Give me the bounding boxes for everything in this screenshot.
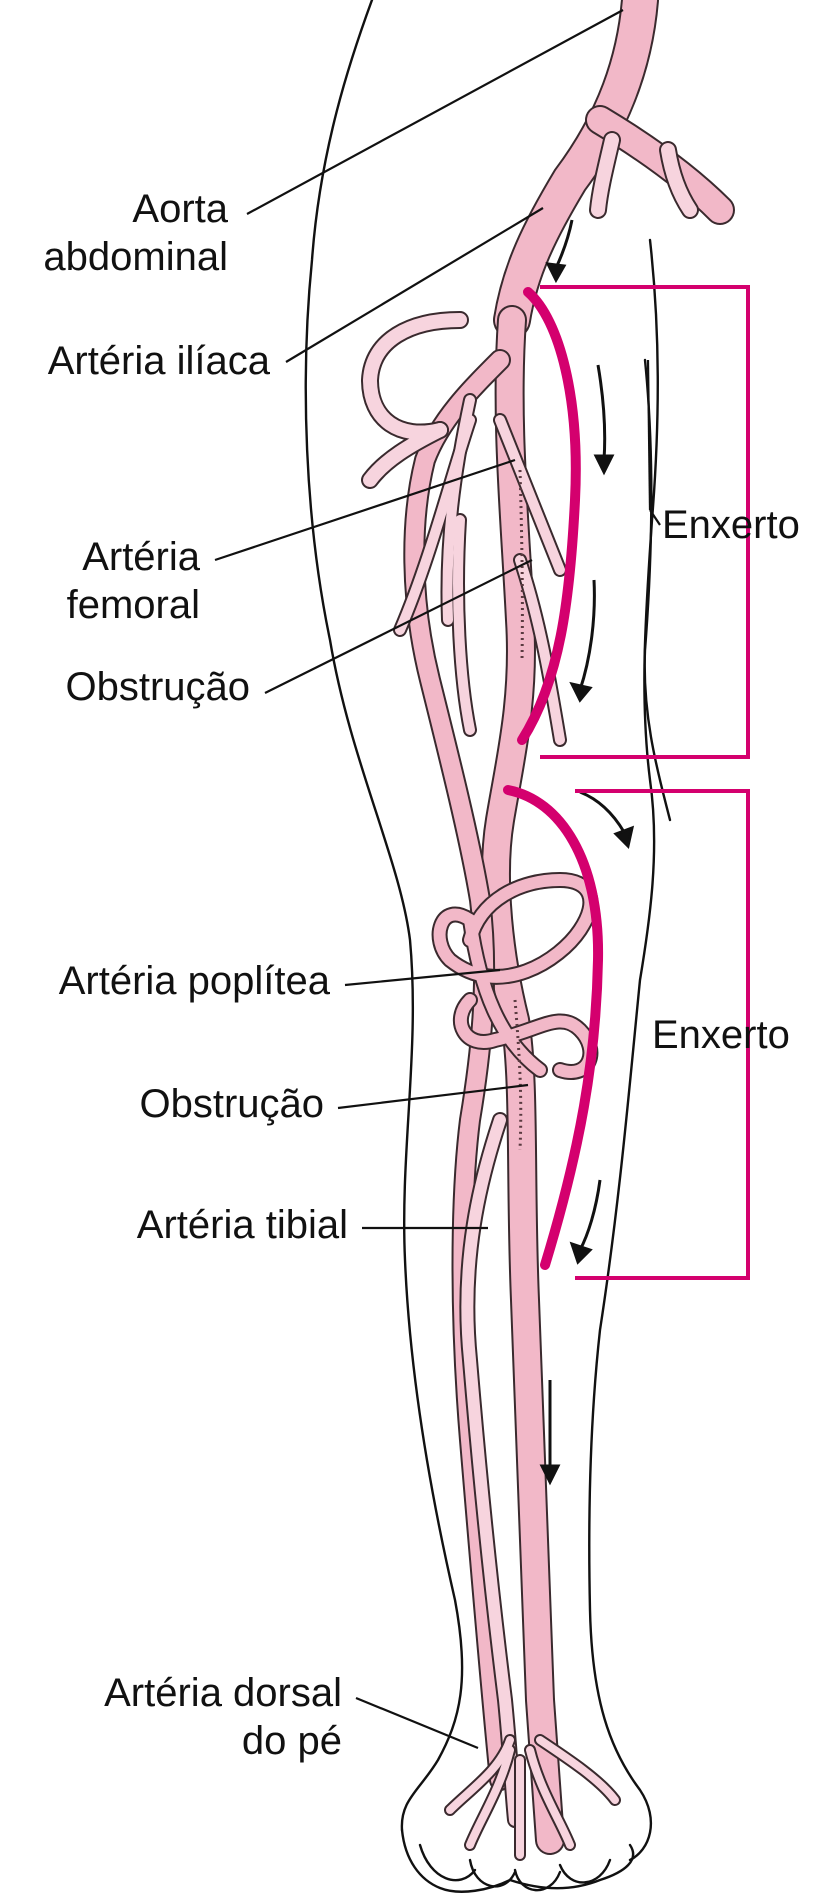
leg-outline-left <box>304 0 464 1832</box>
thigh-branch-2 <box>395 415 475 635</box>
leader-iliac <box>285 207 544 363</box>
leader-obstruction-lower <box>337 1083 529 1110</box>
leg-outline-right <box>588 238 659 1862</box>
label-obstruction-lower: Obstrução <box>139 1082 324 1126</box>
leader-dorsalis <box>355 1696 479 1750</box>
label-dorsalis-line2: do pé <box>242 1719 342 1763</box>
genicular-loop-upper <box>433 874 597 983</box>
abdominal-aorta <box>495 0 657 337</box>
obstruction-lower-mark <box>513 999 523 1151</box>
flow-arrow-4 <box>579 790 635 849</box>
label-femoral-line1: Artéria <box>82 535 201 579</box>
obstruction-upper-mark <box>518 469 524 661</box>
label-graft-lower: Enxerto <box>652 1013 790 1057</box>
inner-thigh-line <box>643 358 672 822</box>
flow-arrows <box>539 219 635 1486</box>
graft-lower <box>503 785 604 1270</box>
label-femoral-line2: femoral <box>67 583 200 627</box>
labels: Aorta abdominal Artéria ilíaca Artéria f… <box>43 187 799 1763</box>
label-tibial: Artéria tibial <box>137 1203 348 1247</box>
leader-aorta <box>246 9 624 215</box>
toe-3 <box>513 1868 562 1892</box>
circumflex-artery <box>363 313 467 440</box>
dorsalis-pedis-branch-3 <box>526 1746 574 1849</box>
flow-arrow-2 <box>593 364 615 476</box>
label-obstruction-upper: Obstrução <box>65 665 250 709</box>
leader-obstruction-upper <box>264 559 533 694</box>
label-aorta-line1: Aorta <box>132 187 228 231</box>
bracket-upper <box>540 285 750 759</box>
label-dorsalis-line1: Artéria dorsal <box>104 1671 342 1715</box>
arterial-tree <box>361 0 735 1861</box>
leader-popliteal <box>344 968 501 987</box>
graft-brackets <box>540 285 750 1280</box>
graft-upper <box>517 287 581 745</box>
label-graft-upper: Enxerto <box>662 503 800 547</box>
dorsalis-pedis-branch-2 <box>466 1746 514 1849</box>
leg-outline <box>304 0 672 1893</box>
flow-arrow-1 <box>545 219 574 284</box>
dorsalis-pedis-branch-4 <box>536 1736 619 1804</box>
label-popliteal: Artéria poplítea <box>59 959 331 1003</box>
label-iliac: Artéria ilíaca <box>48 339 271 383</box>
toe-4 <box>558 1858 612 1884</box>
thigh-branch-4 <box>515 555 565 745</box>
flow-arrow-5 <box>569 1179 602 1265</box>
bypass-grafts <box>503 287 604 1270</box>
thigh-branch-3 <box>495 415 565 575</box>
enxerto-upper-tick <box>646 359 652 511</box>
femoral-artery <box>482 307 563 1853</box>
toe-1 <box>418 1843 477 1882</box>
flow-arrow-6 <box>539 1379 561 1486</box>
flow-arrow-3 <box>569 579 596 703</box>
popliteal-artery <box>464 914 546 1076</box>
leader-lines <box>214 9 661 1750</box>
toe-2 <box>468 1858 517 1888</box>
leader-graft-upper <box>649 509 661 526</box>
label-aorta-line2: abdominal <box>43 235 228 279</box>
leader-femoral <box>214 458 516 562</box>
thigh-branch-5 <box>453 515 475 735</box>
bracket-lower <box>575 789 750 1280</box>
